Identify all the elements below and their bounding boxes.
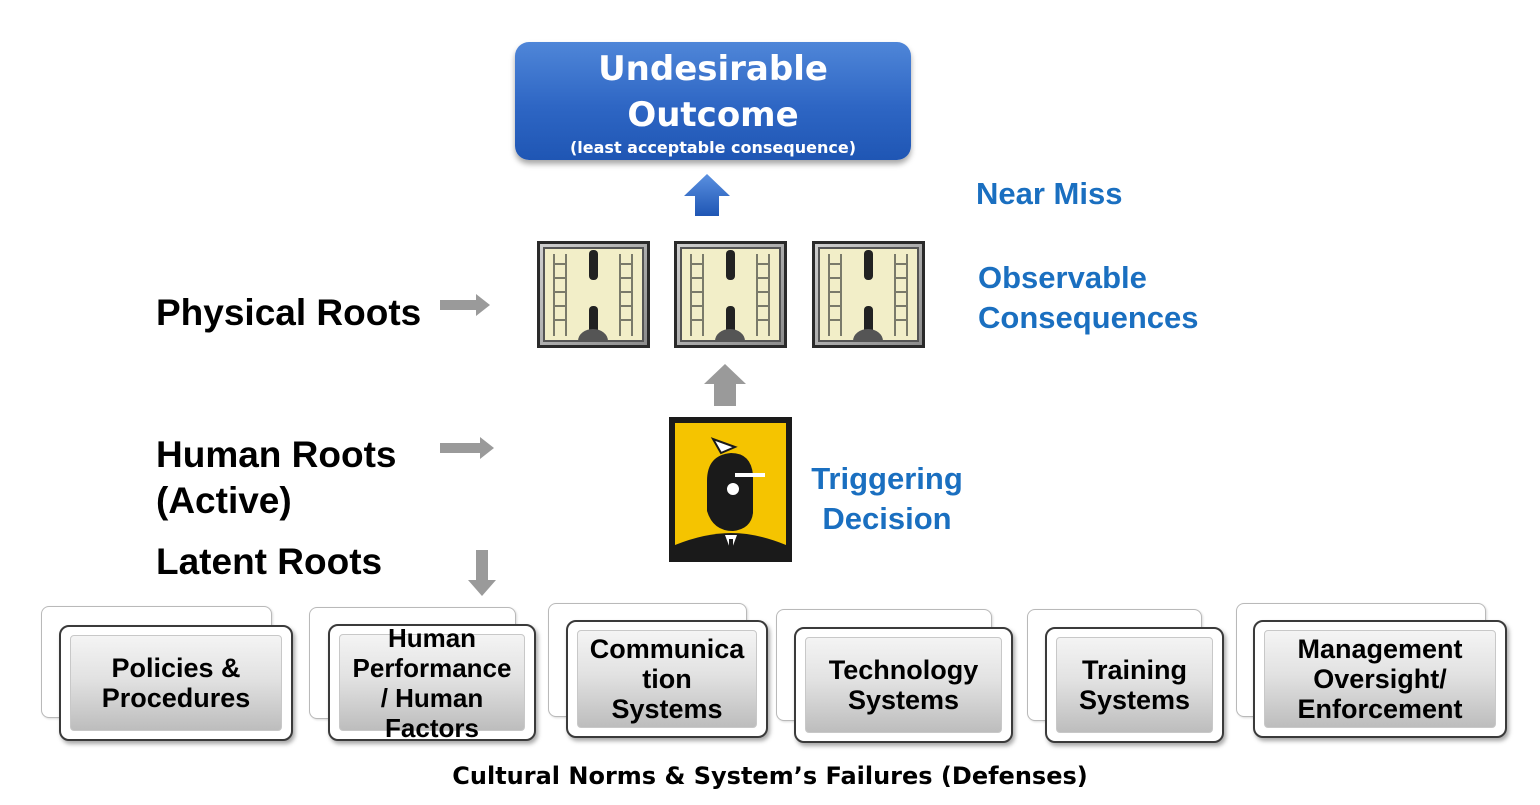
defense-line: / Human xyxy=(380,682,484,713)
triggering-decision-label: Triggering Decision xyxy=(805,459,969,539)
defense-box-management: Management Oversight/ Enforcement xyxy=(1253,620,1507,738)
defense-label-technology: Technology Systems xyxy=(829,655,979,715)
defense-line: Communica xyxy=(589,634,745,664)
outcome-title-line1: Undesirable xyxy=(598,49,828,89)
consequence-tile-1 xyxy=(537,241,650,348)
defense-label-policies: Policies & Procedures xyxy=(102,653,251,713)
footer-caption: Cultural Norms & System’s Failures (Defe… xyxy=(452,762,1088,790)
defense-line: Technology xyxy=(828,655,979,685)
observable-consequences-label: Observable Consequences xyxy=(978,258,1199,338)
defense-plate xyxy=(1264,630,1496,728)
defense-line: Procedures xyxy=(101,683,251,713)
human-roots-line1: Human Roots xyxy=(156,434,397,475)
defense-plate xyxy=(1056,637,1213,733)
defense-line: Enforcement xyxy=(1297,694,1463,724)
defense-line: tion xyxy=(642,664,692,694)
right-arrow-icon xyxy=(440,437,494,459)
defense-label-human-performance: Human Performance / Human Factors xyxy=(353,623,512,743)
chained-gate-icon xyxy=(818,247,919,342)
defense-line: Performance xyxy=(352,652,512,683)
defense-line: Human xyxy=(387,622,477,653)
defense-label-communication: Communica tion Systems xyxy=(590,634,745,724)
defense-plate xyxy=(805,637,1002,733)
consequence-tile-2 xyxy=(674,241,787,348)
undesirable-outcome-box: Undesirable Outcome (least acceptable co… xyxy=(515,42,911,160)
defense-line: Training xyxy=(1081,655,1187,685)
defense-line: Systems xyxy=(611,694,723,724)
defense-label-management: Management Oversight/ Enforcement xyxy=(1297,634,1462,724)
defense-line: Policies & xyxy=(111,653,241,683)
defense-box-training: Training Systems xyxy=(1045,627,1224,743)
physical-roots-label: Physical Roots xyxy=(156,292,422,333)
triggering-line2: Decision xyxy=(822,501,952,536)
defense-plate xyxy=(577,630,757,728)
defense-box-technology: Technology Systems xyxy=(794,627,1013,743)
trigger-image xyxy=(669,417,792,562)
down-arrow-icon xyxy=(468,550,496,596)
defense-box-human-performance: Human Performance / Human Factors xyxy=(328,623,536,743)
defense-box-communication: Communica tion Systems xyxy=(566,620,768,738)
outcome-title-line2: Outcome xyxy=(627,95,799,135)
defense-line: Factors xyxy=(385,712,479,743)
thinking-person-icon xyxy=(675,423,786,556)
chained-gate-icon xyxy=(543,247,644,342)
latent-roots-label: Latent Roots xyxy=(156,541,383,582)
chained-gate-icon xyxy=(680,247,781,342)
defense-line: Oversight/ xyxy=(1313,664,1447,694)
up-arrow-icon xyxy=(704,364,746,406)
observable-line2: Consequences xyxy=(978,300,1199,335)
up-arrow-icon xyxy=(684,174,730,216)
outcome-subtitle: (least acceptable consequence) xyxy=(569,138,857,157)
defense-line: Management xyxy=(1297,634,1463,664)
defense-label-training: Training Systems xyxy=(1079,655,1190,715)
right-arrow-icon xyxy=(440,294,490,316)
consequence-tile-3 xyxy=(812,241,925,348)
defense-line: Systems xyxy=(1078,685,1191,715)
human-roots-label: Human Roots (Active) xyxy=(156,432,397,524)
triggering-line1: Triggering xyxy=(811,461,963,496)
observable-line1: Observable xyxy=(978,260,1147,295)
defense-plate xyxy=(339,634,525,731)
near-miss-label: Near Miss xyxy=(976,176,1123,211)
human-roots-line2: (Active) xyxy=(156,480,292,521)
defense-box-policies: Policies & Procedures xyxy=(59,625,293,741)
defense-plate xyxy=(70,635,282,731)
defense-line: Systems xyxy=(847,685,960,715)
